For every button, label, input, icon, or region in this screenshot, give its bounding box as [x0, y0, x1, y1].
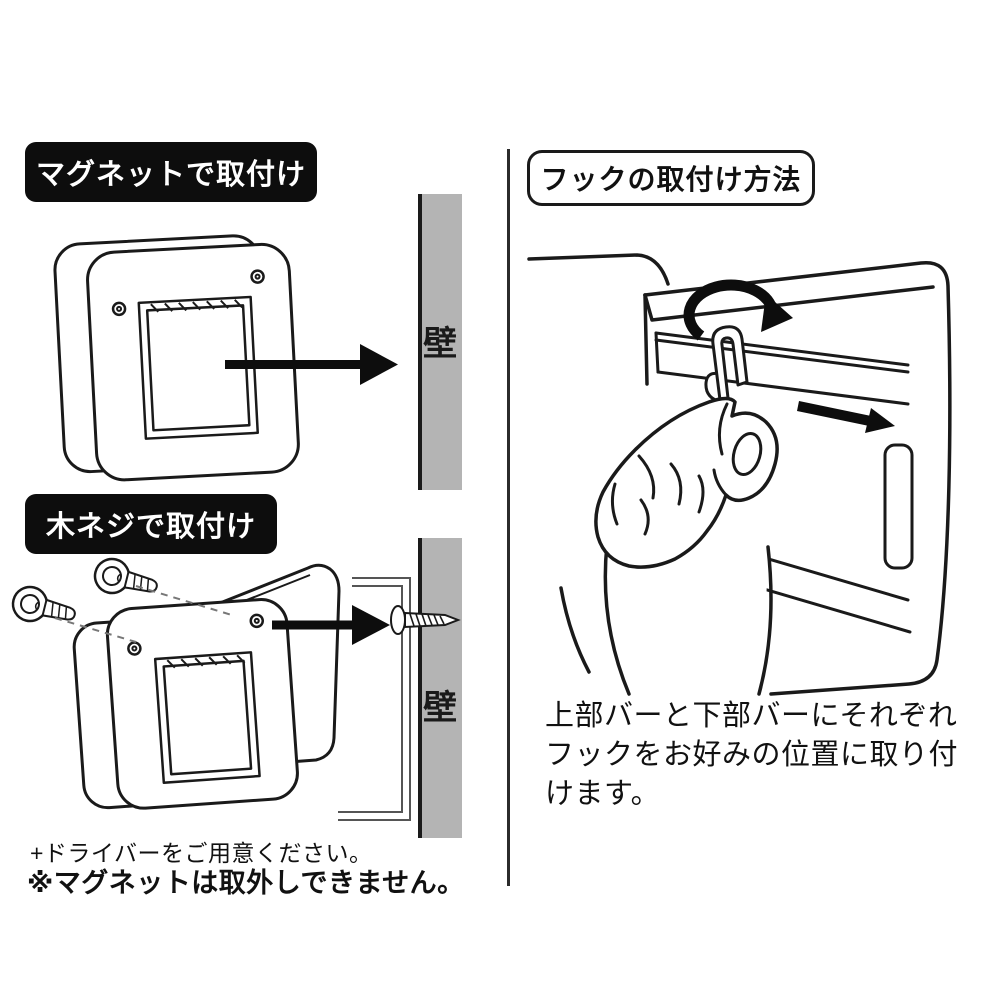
screw-section-title-badge: 木ネジで取付け	[25, 494, 277, 554]
thumbnail	[731, 431, 763, 477]
right-arrow-icon	[797, 401, 895, 433]
hook-method-title: フックの取付け方法	[540, 164, 802, 195]
hook-method-title-box: フックの取付け方法	[527, 150, 815, 206]
hand-drawing	[559, 396, 779, 696]
screw-device-drawing	[72, 598, 299, 810]
right-arrow-icon	[225, 344, 398, 385]
hook-description-line: 上部バーと下部バーにそれぞれ	[545, 700, 958, 732]
magnet-section-title-badge: マグネットで取付け	[25, 142, 317, 202]
screw-illustration: 壁	[11, 538, 462, 838]
right-arrow-icon	[272, 605, 390, 645]
hook-icon	[704, 325, 749, 404]
side-tab	[883, 443, 914, 570]
wall-frame-bracket	[338, 577, 411, 821]
section-divider	[507, 149, 510, 886]
hook-description-line: けます。	[545, 778, 661, 810]
dashed-leader-line	[135, 585, 236, 617]
wall-screw-icon	[390, 605, 461, 635]
rotate-arrow-icon	[683, 279, 793, 341]
dashed-leader-line	[54, 617, 137, 643]
magnet-illustration: 壁	[53, 194, 462, 490]
lower-bar	[743, 550, 912, 634]
magnet-device-drawing	[53, 234, 300, 482]
note-screwdriver: +ドライバーをご用意ください。	[30, 840, 373, 866]
wall-graphic: 壁	[418, 194, 462, 490]
hook-description: 上部バーと下部バーにそれぞれ フックをお好みの位置に取り付 けます。	[545, 697, 990, 814]
screw-title: 木ネジで取付け	[45, 511, 256, 543]
wall-label: 壁	[423, 325, 457, 363]
wood-screw-icon	[11, 585, 76, 623]
wall-label: 壁	[423, 689, 457, 727]
cord-line	[527, 253, 670, 286]
hook-description-line: フックをお好みの位置に取り付	[545, 739, 959, 771]
hook-illustration	[527, 253, 952, 696]
upper-bar	[654, 331, 910, 406]
note-magnet-warning: ※マグネットは取外しできません。	[27, 868, 465, 898]
wall-graphic: 壁	[418, 538, 462, 838]
wood-screw-icon	[93, 557, 158, 595]
magnet-title: マグネットで取付け	[35, 159, 306, 191]
